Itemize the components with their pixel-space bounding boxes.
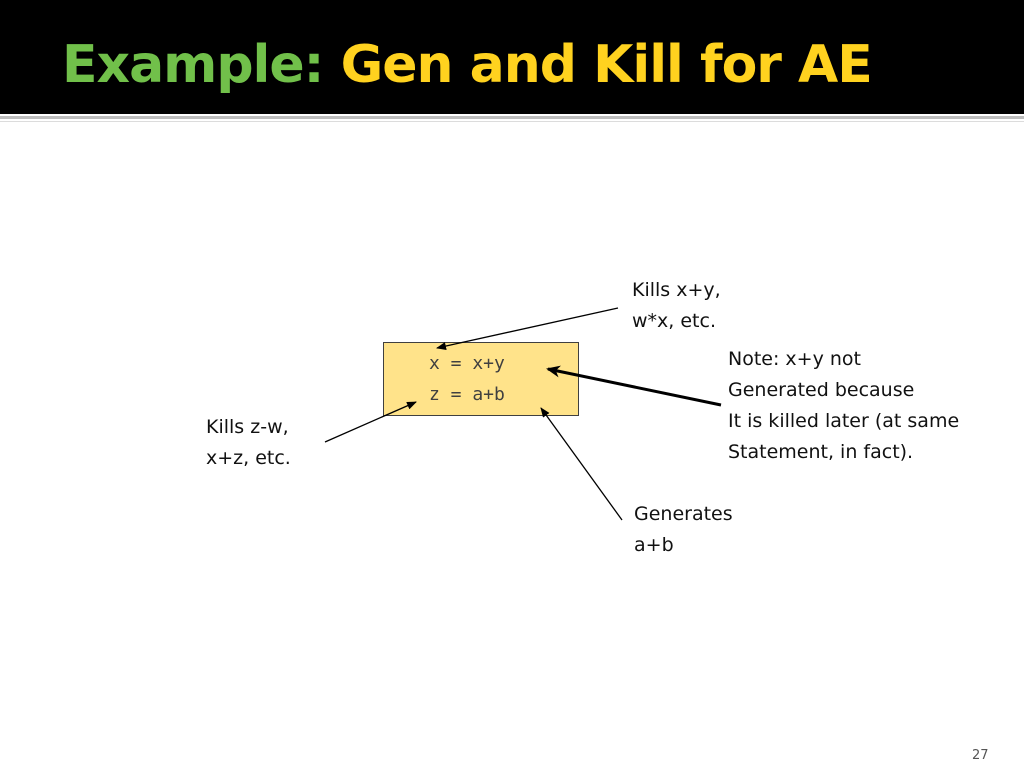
annotation-line: a+b <box>634 534 674 556</box>
title-main: Gen and Kill for AE <box>340 35 873 95</box>
title-divider <box>0 116 1024 119</box>
annotation-line: Note: x+y not <box>728 348 861 370</box>
annotation-line: Generated because <box>728 379 915 401</box>
annotation-line: It is killed later (at same <box>728 410 960 432</box>
page-number: 27 <box>972 748 989 763</box>
annotation-note: Note: x+y not Generated because It is ki… <box>728 344 959 468</box>
title-divider-thin <box>0 121 1024 122</box>
code-line-assign-x: x = x+y <box>429 353 505 374</box>
title-bar <box>0 0 1024 114</box>
annotation-kills-xy: Kills x+y, w*x, etc. <box>632 275 721 337</box>
annotation-line: Kills z-w, <box>206 416 289 438</box>
annotation-kills-zw: Kills z-w, x+z, etc. <box>206 412 291 474</box>
arrow-generates <box>540 407 623 521</box>
slide-title: Example: Gen and Kill for AE <box>62 30 873 100</box>
code-block: x = x+y z = a+b <box>383 342 579 416</box>
code-line-assign-z: z = a+b <box>429 384 505 405</box>
arrow-kills-zw <box>324 401 417 443</box>
annotation-generates: Generates a+b <box>634 499 733 561</box>
arrow-note <box>546 365 722 407</box>
annotation-line: w*x, etc. <box>632 310 716 332</box>
annotation-line: Kills x+y, <box>632 279 721 301</box>
annotation-line: Statement, in fact). <box>728 441 914 463</box>
annotation-line: x+z, etc. <box>206 447 291 469</box>
title-prefix: Example: <box>62 35 324 95</box>
annotation-line: Generates <box>634 503 733 525</box>
arrow-kills-xy <box>436 307 619 350</box>
